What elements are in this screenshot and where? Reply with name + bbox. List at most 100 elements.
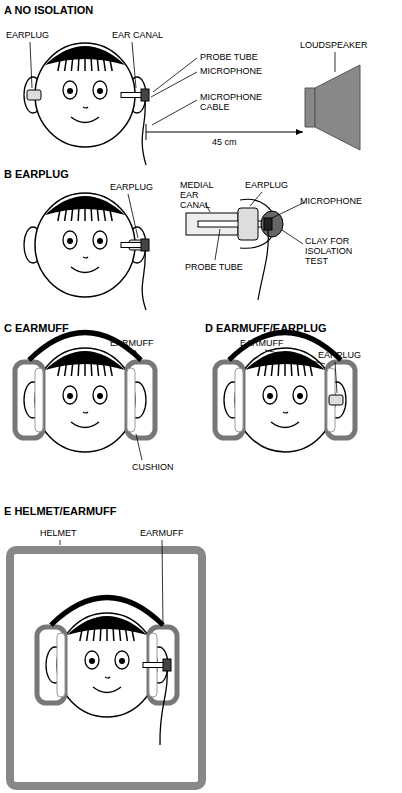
microphone [264, 218, 272, 230]
hair-strand [109, 360, 112, 376]
hair-strand [71, 55, 73, 71]
leader-line [60, 540, 61, 545]
hair-strand [65, 55, 67, 71]
leader-line [151, 72, 197, 97]
cushion [127, 368, 135, 432]
hair-strand [284, 360, 286, 376]
hair-strand [65, 205, 67, 221]
earplug [238, 208, 258, 240]
hair-strand [97, 360, 99, 376]
part-label: LOUDSPEAKER [300, 40, 368, 50]
panel-title: B EARPLUG [4, 168, 69, 180]
hair-strand [309, 360, 312, 376]
pupil [267, 393, 273, 399]
hair-strand [58, 205, 61, 221]
nose [83, 257, 88, 258]
hair-strand [103, 55, 105, 71]
drawing [10, 42, 360, 786]
hair-strand [112, 625, 114, 641]
pupil [67, 238, 73, 244]
head [35, 193, 135, 297]
earmuff-cup [215, 362, 243, 438]
hair-strand [90, 55, 92, 71]
part-label: EARPLUG [318, 350, 361, 360]
hair-strand [90, 360, 92, 376]
hair-strand [277, 360, 279, 376]
pupil [97, 88, 103, 94]
dimension-arrow [296, 129, 303, 135]
leader-line [152, 100, 197, 125]
hair-strand [84, 55, 86, 71]
earmuff-cup [37, 627, 65, 703]
eye [293, 386, 307, 404]
hair-strand [97, 205, 99, 221]
pupil [297, 393, 303, 399]
cushion [35, 368, 43, 432]
leader-line [30, 42, 32, 88]
hair-strand [271, 360, 273, 376]
nose [283, 412, 288, 413]
part-label: MICROPHONE [300, 196, 362, 206]
panel-title: D EARMUFF/EARPLUG [205, 322, 327, 334]
part-label: PROBE TUBE [185, 262, 243, 272]
mouth [71, 267, 99, 273]
hair-strand [290, 360, 292, 376]
eye [93, 231, 107, 249]
microphone-cable [142, 101, 146, 165]
part-label: PROBE TUBE [200, 52, 258, 62]
leader-line [265, 350, 325, 364]
pupil [119, 658, 125, 664]
mouth [71, 422, 99, 428]
pupil [97, 238, 103, 244]
leader-line [162, 540, 163, 626]
part-label: EAR CANAL [112, 30, 163, 40]
part-label: EARMUFF [140, 528, 184, 538]
loudspeaker-cone [315, 65, 360, 150]
cushion [57, 633, 65, 697]
hair-strand [103, 205, 105, 221]
hair-strand [258, 360, 261, 376]
panel-title: E HELMET/EARMUFF [4, 505, 116, 517]
eye [263, 386, 277, 404]
microphone [141, 89, 149, 101]
nose [105, 677, 110, 678]
helmet [10, 550, 202, 786]
dimension-line [146, 132, 303, 133]
hair-strand [125, 625, 127, 641]
part-label: EARMUFF [240, 338, 284, 348]
head [35, 43, 135, 147]
eye [63, 231, 77, 249]
cushion [235, 368, 243, 432]
hair-strand [97, 55, 99, 71]
earmuff-cup [327, 362, 355, 438]
panel-title: C EARMUFF [4, 322, 69, 334]
hair-strand [90, 205, 92, 221]
hair-strand [109, 55, 112, 71]
leader-line [135, 350, 140, 362]
mouth [93, 687, 121, 693]
part-label: MICROPHONE [200, 66, 262, 76]
part-label: EARPLUG [6, 30, 49, 40]
hair-strand [87, 625, 89, 641]
part-label: MEDIAL EAR CANAL [180, 180, 230, 210]
microphone-cable [142, 251, 146, 310]
eye [115, 651, 129, 669]
hair-strand [93, 625, 95, 641]
leader-line [132, 42, 136, 88]
hair-strand [84, 360, 86, 376]
face [24, 43, 146, 147]
head [235, 348, 335, 452]
leader-line [250, 192, 262, 206]
earmuff-cup [15, 362, 43, 438]
clay [261, 211, 283, 237]
face [24, 193, 146, 297]
part-label: MICROPHONE CABLE [200, 92, 270, 112]
microphone [141, 239, 149, 251]
hair-strand [99, 625, 101, 641]
hair-strand [65, 360, 67, 376]
pupil [67, 393, 73, 399]
part-label: EARPLUG [245, 180, 288, 190]
eye [63, 386, 77, 404]
